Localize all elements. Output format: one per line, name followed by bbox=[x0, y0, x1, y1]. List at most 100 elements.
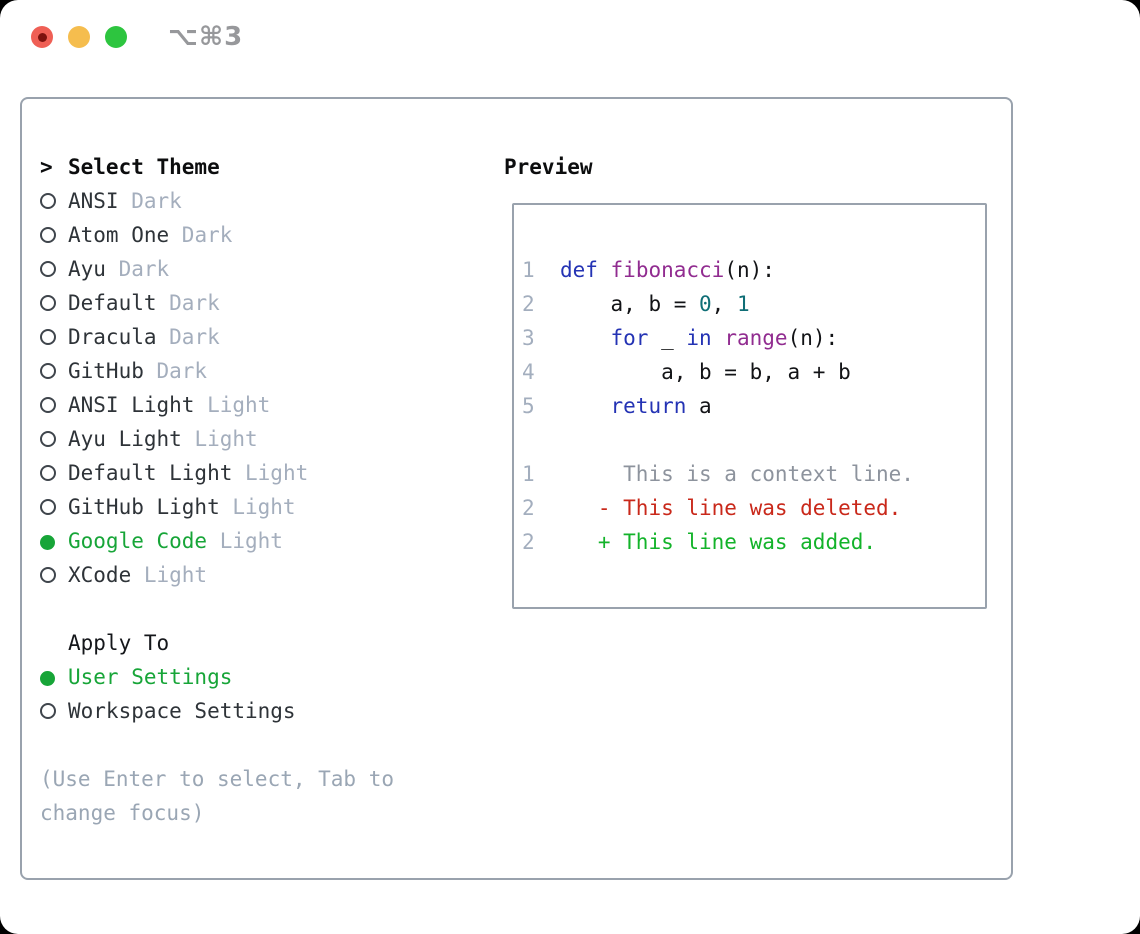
radio-unselected-icon bbox=[40, 431, 56, 447]
theme-name: Atom One bbox=[68, 223, 170, 247]
code-line: 2 - This line was deleted. bbox=[522, 491, 985, 525]
code-segment: a, b = b, a + b bbox=[559, 360, 851, 384]
theme-option-default-light-light[interactable]: Default Light Light bbox=[40, 456, 500, 490]
theme-variant-label: Light bbox=[131, 563, 208, 587]
theme-option-ayu-dark[interactable]: Ayu Dark bbox=[40, 252, 500, 286]
code-segment bbox=[560, 394, 611, 418]
code-segment: range bbox=[724, 326, 788, 350]
radio-unselected-icon bbox=[40, 227, 56, 243]
line-number: 4 bbox=[522, 360, 535, 384]
help-text: (Use Enter to select, Tab to change focu… bbox=[40, 762, 500, 830]
radio-unselected-icon bbox=[40, 499, 56, 515]
theme-option-atom-one-dark[interactable]: Atom One Dark bbox=[40, 218, 500, 252]
code-segment: - This line was deleted. bbox=[559, 496, 902, 520]
code-segment: 0 bbox=[699, 292, 712, 316]
theme-option-ayu-light-light[interactable]: Ayu Light Light bbox=[40, 422, 500, 456]
help-line-2: change focus) bbox=[40, 801, 205, 825]
select-theme-title: Select Theme bbox=[68, 155, 220, 179]
code-line: 2 + This line was added. bbox=[522, 525, 985, 559]
theme-variant-label: Light bbox=[232, 461, 309, 485]
code-line: 2 a, b = 0, 1 bbox=[522, 287, 985, 321]
line-number: 1 bbox=[522, 258, 535, 282]
code-line: 5 return a bbox=[522, 389, 985, 423]
code-segment: (n): bbox=[724, 258, 775, 282]
radio-unselected-icon bbox=[40, 397, 56, 413]
theme-option-ansi-dark[interactable]: ANSI Dark bbox=[40, 184, 500, 218]
theme-name: Google Code bbox=[68, 529, 208, 553]
code-segment: 1 bbox=[736, 292, 750, 316]
theme-name: Ayu Light bbox=[68, 427, 182, 451]
theme-variant-label: Dark bbox=[118, 189, 182, 213]
code-segment: in bbox=[686, 326, 712, 350]
code-segment: def bbox=[559, 258, 598, 282]
code-segment: return bbox=[610, 394, 687, 418]
theme-variant-label: Dark bbox=[105, 257, 170, 281]
line-number: 2 bbox=[522, 530, 535, 554]
select-theme-header-row: > Select Theme bbox=[40, 150, 500, 184]
window-title: ⌥⌘3 bbox=[168, 22, 244, 52]
apply-to-header-row: Apply To bbox=[40, 626, 500, 660]
preview-title: Preview bbox=[504, 155, 593, 179]
theme-variant-label: Dark bbox=[143, 359, 208, 383]
close-dot-icon bbox=[37, 32, 47, 42]
code-segment: a bbox=[686, 394, 712, 418]
radio-unselected-icon bbox=[40, 703, 56, 719]
line-number: 5 bbox=[522, 394, 535, 418]
apply-to-title: Apply To bbox=[68, 631, 170, 655]
code-segment bbox=[598, 258, 611, 282]
theme-option-xcode-light[interactable]: XCode Light bbox=[40, 558, 500, 592]
theme-option-github-dark[interactable]: GitHub Dark bbox=[40, 354, 500, 388]
radio-selected-icon bbox=[40, 671, 55, 686]
apply-option-user-settings[interactable]: User Settings bbox=[40, 660, 500, 694]
theme-name: GitHub Light bbox=[68, 495, 220, 519]
radio-unselected-icon bbox=[40, 567, 56, 583]
minimize-window-button[interactable] bbox=[68, 26, 90, 48]
radio-selected-icon bbox=[40, 535, 55, 550]
radio-unselected-icon bbox=[40, 329, 56, 345]
theme-variant-label: Dark bbox=[156, 325, 220, 349]
code-segment: for bbox=[610, 326, 649, 350]
theme-name: GitHub bbox=[68, 359, 144, 383]
radio-unselected-icon bbox=[40, 465, 56, 481]
line-number: 2 bbox=[522, 292, 535, 316]
theme-option-dracula-dark[interactable]: Dracula Dark bbox=[40, 320, 500, 354]
theme-name: Ayu bbox=[68, 257, 106, 281]
line-number: 3 bbox=[522, 326, 535, 350]
window-titlebar: ⌥⌘3 bbox=[0, 0, 1140, 74]
close-window-button[interactable] bbox=[31, 26, 53, 48]
theme-variant-label: Light bbox=[194, 393, 271, 417]
code-segment: (n): bbox=[787, 326, 839, 350]
help-line-1: (Use Enter to select, Tab to bbox=[40, 767, 395, 791]
zoom-window-button[interactable] bbox=[105, 26, 127, 48]
code-blank-line bbox=[522, 423, 985, 457]
theme-variant-label: Light bbox=[207, 529, 283, 553]
apply-option-workspace-settings[interactable]: Workspace Settings bbox=[40, 694, 500, 728]
code-segment bbox=[712, 326, 725, 350]
theme-variant-label: Light bbox=[219, 495, 296, 519]
radio-unselected-icon bbox=[40, 363, 56, 379]
cursor-indicator: > bbox=[40, 155, 53, 179]
theme-option-github-light-light[interactable]: GitHub Light Light bbox=[40, 490, 500, 524]
theme-variant-label: Dark bbox=[156, 291, 220, 315]
theme-variant-label: Light bbox=[181, 427, 258, 451]
spacer-row bbox=[40, 728, 500, 762]
theme-option-default-dark[interactable]: Default Dark bbox=[40, 286, 500, 320]
radio-unselected-icon bbox=[40, 193, 56, 209]
theme-option-google-code-light[interactable]: Google Code Light bbox=[40, 524, 500, 558]
code-segment: , bbox=[711, 292, 737, 316]
theme-option-ansi-light-light[interactable]: ANSI Light Light bbox=[40, 388, 500, 422]
theme-variant-label: Dark bbox=[169, 223, 233, 247]
theme-name: ANSI Light bbox=[68, 393, 195, 417]
code-segment: _ bbox=[648, 326, 687, 350]
code-segment: This is a context line. bbox=[559, 462, 914, 486]
code-line: 4 a, b = b, a + b bbox=[522, 355, 985, 389]
code-line: 1 This is a context line. bbox=[522, 457, 985, 491]
apply-option-label: User Settings bbox=[68, 665, 233, 689]
